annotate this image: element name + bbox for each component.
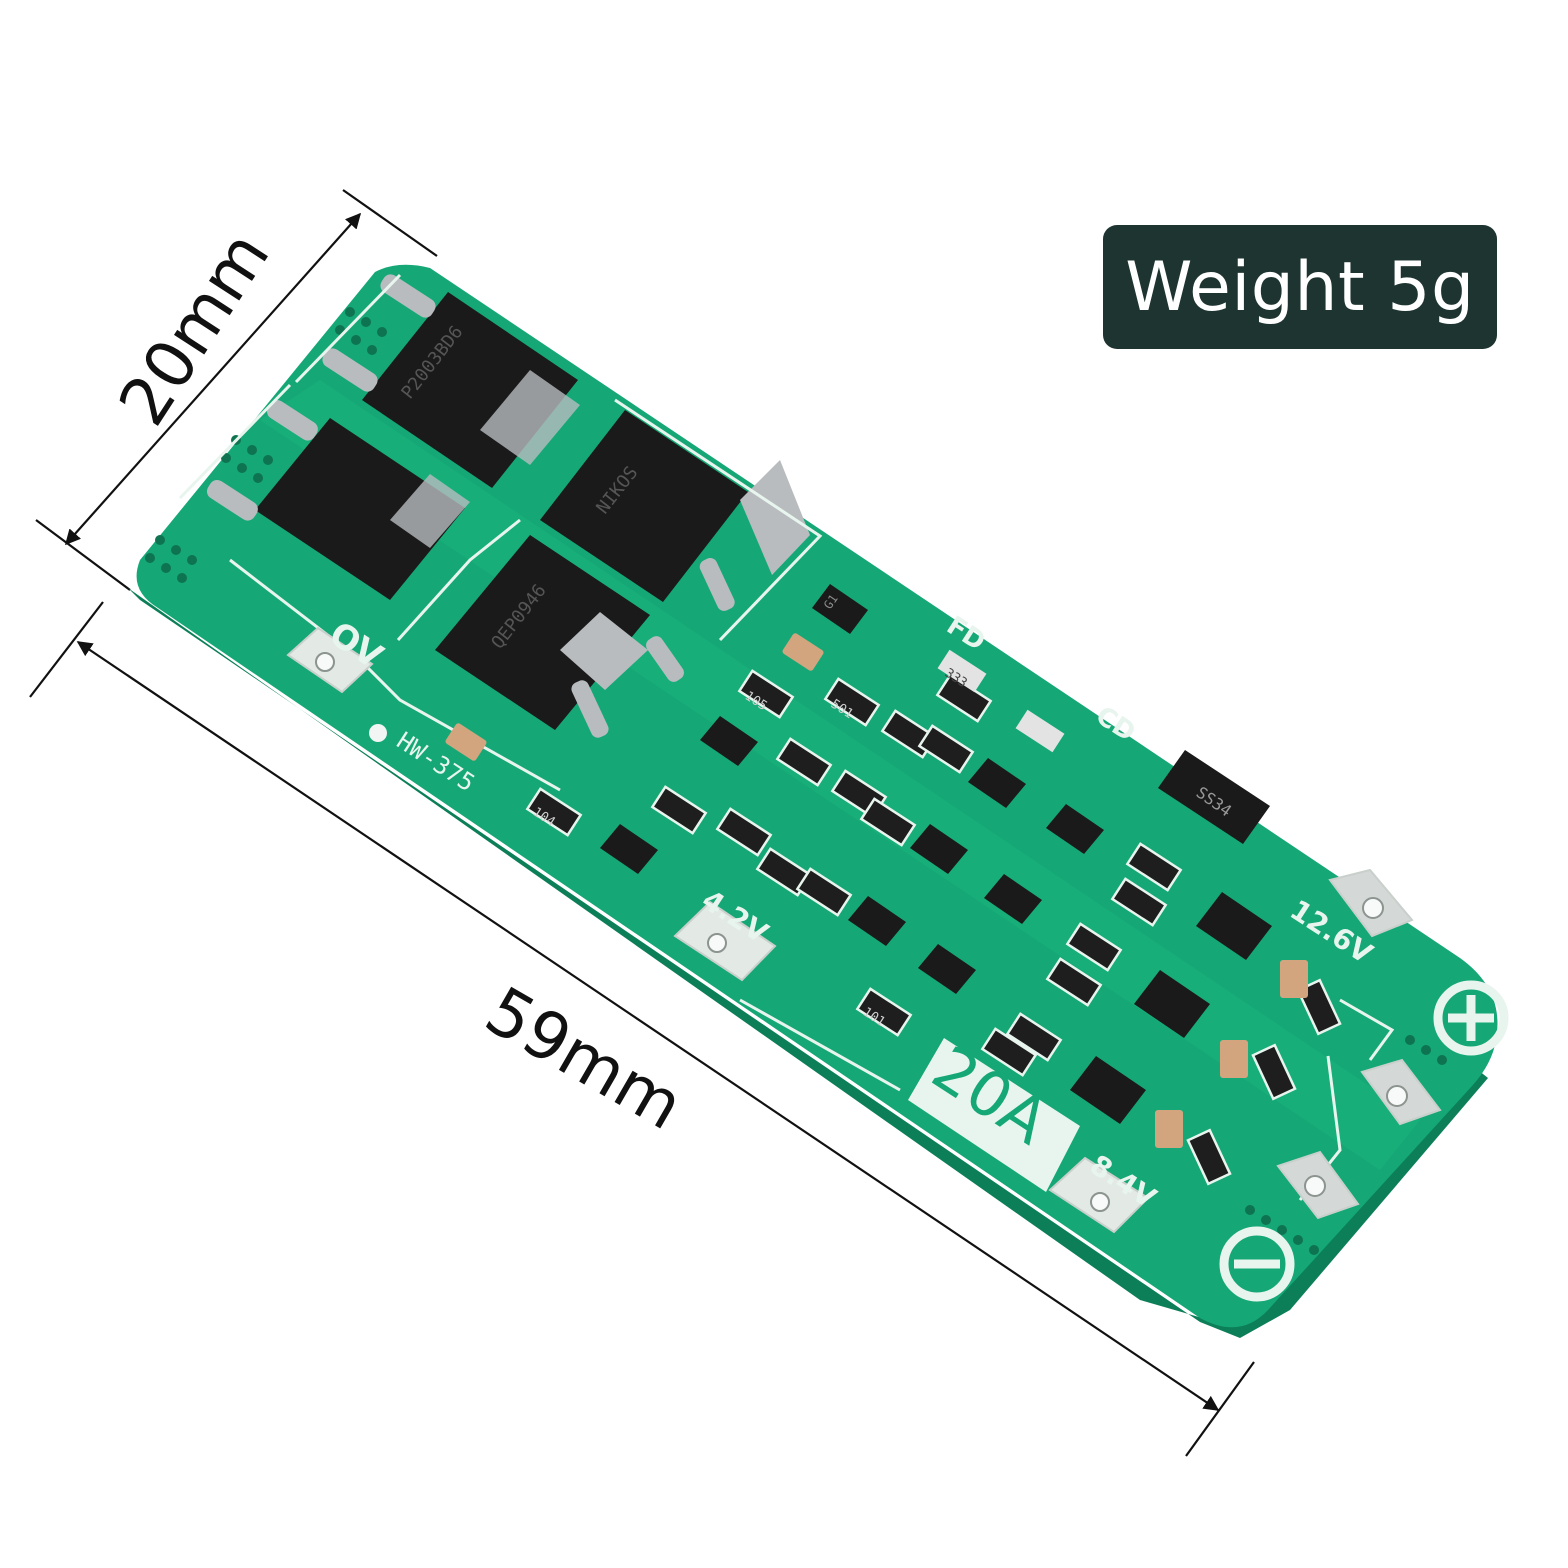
pcb-top-face: [136, 264, 1498, 1328]
capacitors: [445, 633, 1308, 1148]
negative-terminal-symbol: [1219, 1226, 1295, 1302]
via-clusters: [145, 307, 1447, 1255]
transistors: G1: [600, 584, 1104, 994]
weight-badge: Weight 5g: [1103, 225, 1497, 349]
width-extension-bottom: [35, 519, 131, 591]
length-extension-right: [1185, 1361, 1255, 1457]
diode-ss34: SS34: [1158, 750, 1270, 844]
length-dimension-line: [76, 641, 1220, 1411]
transistor-code: G1: [821, 592, 841, 612]
solder-leads: [206, 274, 735, 738]
pcb-board: P2003BD6 NIKOS QEP0946: [128, 264, 1509, 1338]
mosfet-3: NIKOS: [540, 410, 810, 602]
terminal-pads: [286, 626, 1442, 1234]
positive-terminal-symbol: [1433, 980, 1509, 1056]
weight-label: Weight 5g: [1125, 247, 1475, 327]
mosfet-4: QEP0946: [435, 535, 650, 730]
width-dimension-line: [64, 212, 362, 546]
length-extension-left: [29, 601, 104, 698]
dimension-lines: [29, 189, 1255, 1457]
protection-ics: [1070, 892, 1272, 1124]
width-extension-top: [342, 189, 438, 257]
mosfet-2: [255, 418, 470, 600]
